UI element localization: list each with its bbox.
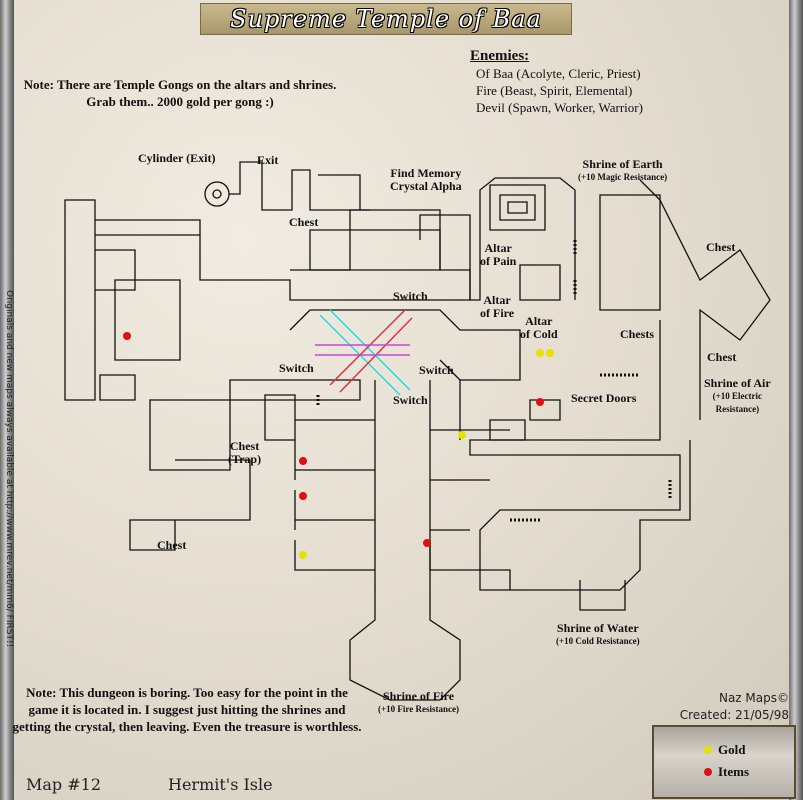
label-line: Crystal Alpha: [390, 179, 462, 193]
legend-items: Items: [704, 761, 794, 783]
label-exit: Exit: [257, 153, 279, 167]
label-line: Shrine of Earth: [582, 157, 663, 171]
credit-date: Created: 21/05/98: [679, 708, 789, 722]
label-line: (Trap): [228, 452, 262, 466]
label-switch: Switch: [393, 393, 428, 407]
item-marker: [299, 457, 307, 465]
label-line: Find Memory: [390, 166, 462, 180]
label-chest: Chest: [706, 240, 736, 254]
right-pillar: [789, 0, 803, 800]
gold-marker: [536, 349, 544, 357]
map-number: Map #12: [26, 775, 102, 794]
switch-lines: [315, 309, 413, 396]
enemies-list: Enemies: Of Baa (Acolyte, Cleric, Priest…: [470, 48, 643, 116]
item-marker: [423, 539, 431, 547]
gold-marker: [546, 349, 554, 357]
stairs: [316, 240, 672, 522]
label-sub: (+10 Electric: [712, 391, 763, 401]
label-line: Shrine of Fire: [382, 689, 455, 703]
note-bottom: Note: This dungeon is boring. Too easy f…: [12, 685, 362, 734]
item-dot-icon: [704, 768, 712, 776]
gold-dot-icon: [704, 746, 712, 754]
label-line: Altar: [483, 293, 511, 307]
legend: Gold Items: [652, 725, 796, 799]
enemies-heading: Enemies:: [470, 48, 530, 64]
enemy-item: Fire (Beast, Spirit, Elemental): [476, 83, 633, 98]
credit-brand: Naz Maps©: [718, 691, 789, 705]
label-switch: Switch: [393, 289, 428, 303]
enemy-item: Devil (Spawn, Worker, Warrior): [476, 100, 643, 115]
label-line: Altar: [484, 241, 512, 255]
label-shrine-earth: Shrine of Earth(+10 Magic Resistance): [578, 158, 667, 184]
label-sub: (+10 Cold Resistance): [556, 636, 640, 646]
label-line: Shrine of Air: [704, 376, 771, 390]
label-shrine-fire: Shrine of Fire(+10 Fire Resistance): [378, 690, 459, 716]
legend-label: Gold: [718, 742, 746, 757]
label-line: Shrine of Water: [556, 621, 639, 635]
label-switch: Switch: [419, 363, 454, 377]
title-banner: Supreme Temple of Baa: [200, 3, 572, 35]
gold-marker: [458, 431, 466, 439]
item-marker: [299, 492, 307, 500]
credit: Naz Maps© Created: 21/05/98: [680, 690, 789, 724]
corridors: [64, 161, 771, 701]
item-marker: [536, 398, 544, 406]
map-title: Supreme Temple of Baa: [230, 5, 542, 33]
label-line: of Cold: [520, 327, 558, 341]
label-switch: Switch: [279, 361, 314, 375]
gold-marker: [299, 551, 307, 559]
side-note: Originals and new maps always available …: [4, 290, 14, 648]
enemy-item: Of Baa (Acolyte, Cleric, Priest): [476, 66, 641, 81]
label-line: Chest: [229, 439, 260, 453]
label-chest: Chest: [289, 215, 319, 229]
label-shrine-water: Shrine of Water(+10 Cold Resistance): [556, 622, 640, 648]
left-pillar: [0, 0, 14, 800]
note-top: Note: There are Temple Gongs on the alta…: [23, 77, 337, 109]
label-chests: Chests: [620, 327, 655, 341]
legend-gold: Gold: [704, 739, 794, 761]
label-line: of Fire: [480, 306, 515, 320]
label-chest-trap: Chest(Trap): [228, 440, 261, 466]
item-marker: [123, 332, 131, 340]
label-chest: Chest: [707, 350, 737, 364]
map-location: Hermit's Isle: [168, 775, 273, 794]
label-sub: (+10 Magic Resistance): [578, 172, 668, 182]
label-cylinder-exit: Cylinder (Exit): [138, 151, 216, 165]
label-secret-doors: Secret Doors: [571, 391, 637, 405]
treasure-markers: [123, 332, 554, 559]
label-line: Altar: [525, 314, 553, 328]
label-chest: Chest: [157, 538, 187, 552]
label-sub: (+10 Fire Resistance): [378, 704, 459, 714]
label-line: of Pain: [480, 254, 517, 268]
legend-label: Items: [718, 764, 750, 779]
label-sub: Resistance): [715, 404, 760, 414]
